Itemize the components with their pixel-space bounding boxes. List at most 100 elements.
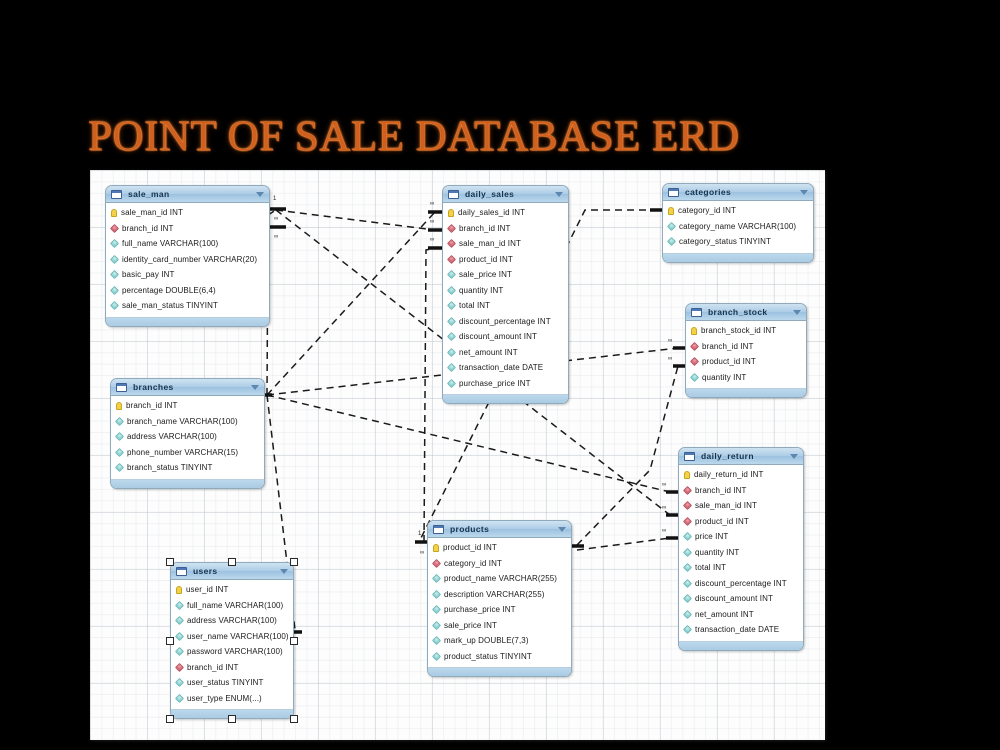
table-field-row[interactable]: sale_man_status TINYINT [106,298,269,314]
table-header-branches[interactable]: branches [111,379,264,396]
field-label: branch_id INT [695,485,747,495]
table-field-row[interactable]: discount_amount INT [443,329,568,345]
table-field-row[interactable]: basic_pay INT [106,267,269,283]
column-diamond-icon [109,285,120,295]
table-field-row[interactable]: branch_id INT [679,483,803,499]
table-field-row[interactable]: net_amount INT [679,607,803,623]
table-field-row[interactable]: category_name VARCHAR(100) [663,219,813,235]
table-field-row[interactable]: total INT [443,298,568,314]
chevron-down-icon[interactable] [793,309,801,315]
field-label: phone_number VARCHAR(15) [127,447,239,457]
table-field-row[interactable]: branch_name VARCHAR(100) [111,414,264,430]
table-field-row[interactable]: phone_number VARCHAR(15) [111,445,264,461]
table-field-row[interactable]: daily_return_id INT [679,467,803,483]
table-field-row[interactable]: quantity INT [443,283,568,299]
table-field-row[interactable]: branch_id INT [111,398,264,414]
table-field-row[interactable]: branch_id INT [106,221,269,237]
table-field-row[interactable]: full_name VARCHAR(100) [171,598,293,614]
table-field-row[interactable]: discount_percentage INT [443,314,568,330]
table-field-row[interactable]: sale_man_id INT [106,205,269,221]
table-field-row[interactable]: user_type ENUM(...) [171,691,293,707]
table-field-row[interactable]: user_id INT [171,582,293,598]
selection-handle[interactable] [228,715,236,723]
selection-handle[interactable] [290,636,298,645]
field-label: transaction_date DATE [695,625,780,635]
chevron-down-icon[interactable] [555,191,563,197]
table-field-row[interactable]: daily_sales_id INT [443,205,568,221]
table-field-row[interactable]: discount_amount INT [679,591,803,607]
table-field-row[interactable]: category_id INT [428,556,571,572]
table-field-row[interactable]: quantity INT [686,370,806,386]
table-field-row[interactable]: address VARCHAR(100) [171,613,293,629]
table-field-row[interactable]: purchase_price INT [428,602,571,618]
table-field-row[interactable]: net_amount INT [443,345,568,361]
table-field-row[interactable]: product_id INT [443,252,568,268]
chevron-down-icon[interactable] [280,568,288,574]
table-field-row[interactable]: product_id INT [686,354,806,370]
table-field-row[interactable]: percentage DOUBLE(6,4) [106,283,269,299]
table-field-row[interactable]: total INT [679,560,803,576]
selection-handle[interactable] [290,715,298,723]
table-field-row[interactable]: branch_status TINYINT [111,460,264,476]
table-header-sale_man[interactable]: sale_man [106,186,269,203]
table-field-row[interactable]: product_status TINYINT [428,649,571,665]
table-field-row[interactable]: address VARCHAR(100) [111,429,264,445]
table-field-row[interactable]: branch_id INT [443,221,568,237]
erd-table-users[interactable]: users user_id INT full_name VARCHAR(100) ad… [170,562,294,719]
table-field-row[interactable]: identity_card_number VARCHAR(20) [106,252,269,268]
column-diamond-icon [114,416,125,426]
table-field-row[interactable]: category_id INT [663,203,813,219]
field-label: full_name VARCHAR(100) [122,239,219,249]
table-field-row[interactable]: sale_man_id INT [443,236,568,252]
table-field-row[interactable]: branch_stock_id INT [686,323,806,339]
table-field-row[interactable]: discount_percentage INT [679,576,803,592]
table-header-branch_stock[interactable]: branch_stock [686,304,806,321]
table-field-row[interactable]: sale_price INT [443,267,568,283]
table-header-daily_return[interactable]: daily_return [679,448,803,465]
table-field-row[interactable]: branch_id INT [686,339,806,355]
table-field-row[interactable]: product_id INT [679,514,803,530]
table-field-row[interactable]: transaction_date DATE [443,360,568,376]
table-field-row[interactable]: password VARCHAR(100) [171,644,293,660]
chevron-down-icon[interactable] [558,526,566,532]
erd-table-daily_return[interactable]: daily_return daily_return_id INT branch_id… [678,447,804,651]
field-label: product_id INT [702,357,756,367]
chevron-down-icon[interactable] [790,453,798,459]
table-header-categories[interactable]: categories [663,184,813,201]
table-field-row[interactable]: mark_up DOUBLE(7,3) [428,633,571,649]
selection-handle[interactable] [166,636,174,645]
table-field-row[interactable]: full_name VARCHAR(100) [106,236,269,252]
table-field-row[interactable]: sale_price INT [428,618,571,634]
table-field-row[interactable]: description VARCHAR(255) [428,587,571,603]
selection-handle[interactable] [228,558,236,566]
table-field-row[interactable]: product_id INT [428,540,571,556]
table-field-row[interactable]: user_name VARCHAR(100) [171,629,293,645]
table-header-users[interactable]: users [171,563,293,580]
table-field-row[interactable]: quantity INT [679,545,803,561]
table-field-row[interactable]: user_status TINYINT [171,675,293,691]
table-field-row[interactable]: product_name VARCHAR(255) [428,571,571,587]
field-label: basic_pay INT [122,270,175,280]
table-field-row[interactable]: purchase_price INT [443,376,568,392]
chevron-down-icon[interactable] [800,189,808,195]
table-header-daily_sales[interactable]: daily_sales [443,186,568,203]
chevron-down-icon[interactable] [251,384,259,390]
table-header-products[interactable]: products [428,521,571,538]
table-field-row[interactable]: branch_id INT [171,660,293,676]
table-field-row[interactable]: price INT [679,529,803,545]
table-field-row[interactable]: sale_man_id INT [679,498,803,514]
erd-canvas[interactable]: 1 ∞ ∞ ∞ ∞ ∞ 1 ∞ ∞ ∞ ∞ ∞ 1 ∞ sale_mansale… [90,170,825,740]
selection-handle[interactable] [290,558,298,566]
chevron-down-icon[interactable] [256,191,264,197]
table-field-row[interactable]: transaction_date DATE [679,622,803,638]
selection-handle[interactable] [166,715,174,723]
selection-handle[interactable] [166,558,174,566]
field-label: full_name VARCHAR(100) [187,600,284,610]
table-field-row[interactable]: category_status TINYINT [663,234,813,250]
